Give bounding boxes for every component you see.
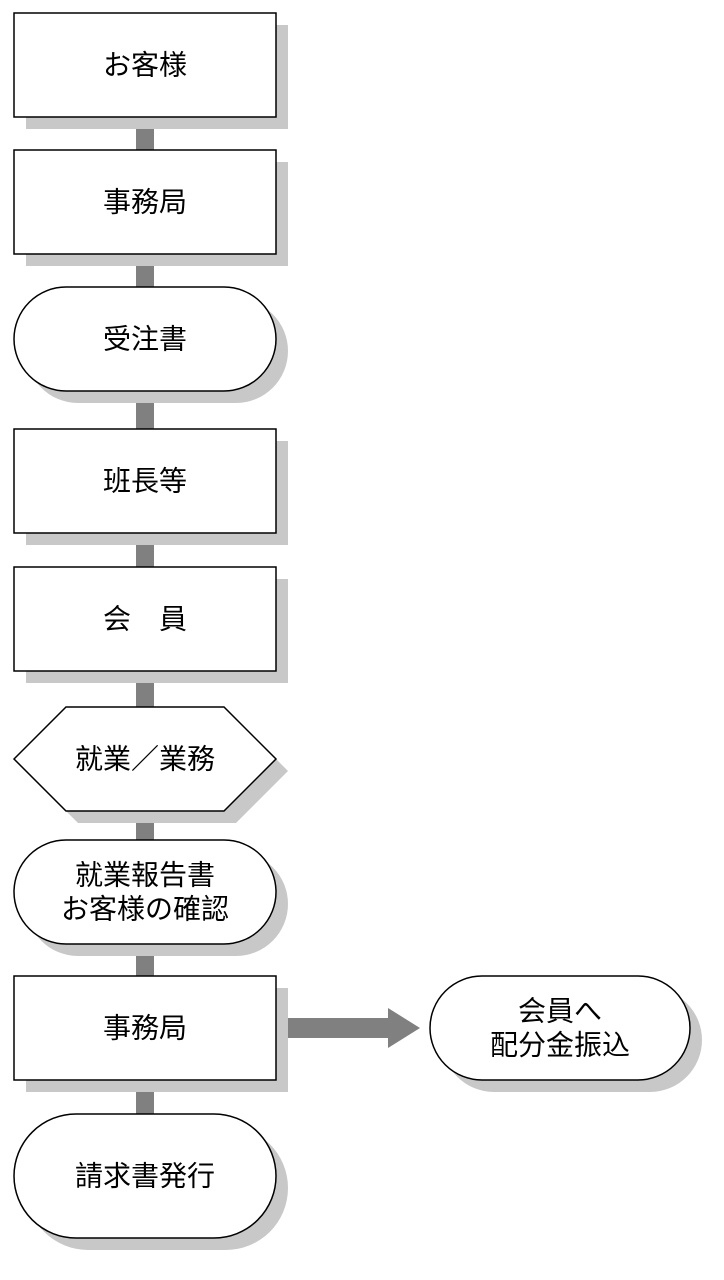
payout-label-1: 会員へ (518, 995, 602, 1028)
work-hexagon (12, 706, 278, 812)
node-team-leader: 班長等 (13, 428, 277, 534)
node-office-2: 事務局 (13, 975, 277, 1081)
member-label-1: 会 員 (103, 603, 187, 636)
team-leader-rectangle (13, 428, 277, 534)
arrow-shaft-to-payout (276, 1018, 388, 1038)
office-1-label-1: 事務局 (103, 186, 187, 219)
node-office-1: 事務局 (13, 149, 277, 255)
team-leader-label-1: 班長等 (103, 465, 187, 498)
order-form-label-1: 受注書 (103, 323, 187, 356)
node-order-form: 受注書 (13, 286, 277, 392)
work-report-label-2: お客様の確認 (61, 893, 229, 926)
order-form-terminator (13, 286, 277, 392)
office-2-label-1: 事務局 (103, 1012, 187, 1045)
arrow-head-to-payout (388, 1008, 420, 1048)
work-report-terminator (13, 839, 277, 945)
node-member: 会 員 (13, 566, 277, 672)
node-customer: お客様 (13, 12, 277, 118)
office-1-rectangle (13, 149, 277, 255)
work-label-1: 就業／業務 (75, 743, 215, 776)
work-report-label-1: 就業報告書 (75, 859, 215, 892)
customer-label-1: お客様 (103, 49, 187, 82)
node-work: 就業／業務 (12, 706, 278, 812)
payout-label-2: 配分金振込 (490, 1029, 630, 1062)
payout-terminator (429, 975, 691, 1081)
member-rectangle (13, 566, 277, 672)
invoice-terminator (13, 1113, 277, 1239)
office-2-rectangle (13, 975, 277, 1081)
node-invoice: 請求書発行 (13, 1113, 277, 1239)
invoice-label-1: 請求書発行 (75, 1160, 215, 1193)
customer-rectangle (13, 12, 277, 118)
